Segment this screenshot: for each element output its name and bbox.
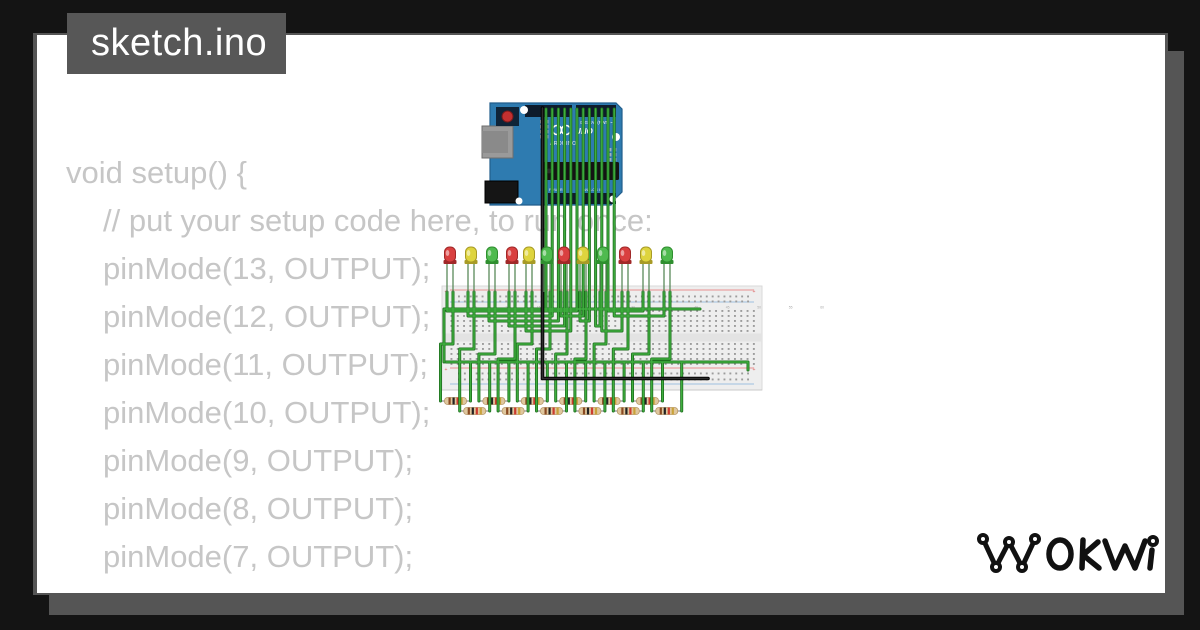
- wokwi-logo-icon: [977, 533, 1159, 573]
- code-line-6: pinMode(9, OUTPUT);: [103, 443, 414, 478]
- code-line-9: pinMode(6, OUTPUT): [66, 581, 1146, 593]
- code-line-2: pinMode(13, OUTPUT);: [103, 251, 431, 286]
- code-line-5: pinMode(10, OUTPUT);: [103, 395, 431, 430]
- code-line-7: pinMode(8, OUTPUT);: [103, 491, 414, 526]
- code-line-3: pinMode(12, OUTPUT);: [103, 299, 431, 334]
- code-line-0: void setup() {: [66, 155, 247, 190]
- code-line-8: pinMode(7, OUTPUT);: [103, 539, 414, 574]
- sketch-card: void setup() { // put your setup code her…: [37, 35, 1165, 593]
- filename-label: sketch.ino: [91, 22, 268, 64]
- code-line-4: pinMode(11, OUTPUT);: [103, 347, 429, 382]
- filename-tab: sketch.ino: [67, 13, 286, 74]
- code-line-1: // put your setup code here, to run once…: [103, 203, 653, 238]
